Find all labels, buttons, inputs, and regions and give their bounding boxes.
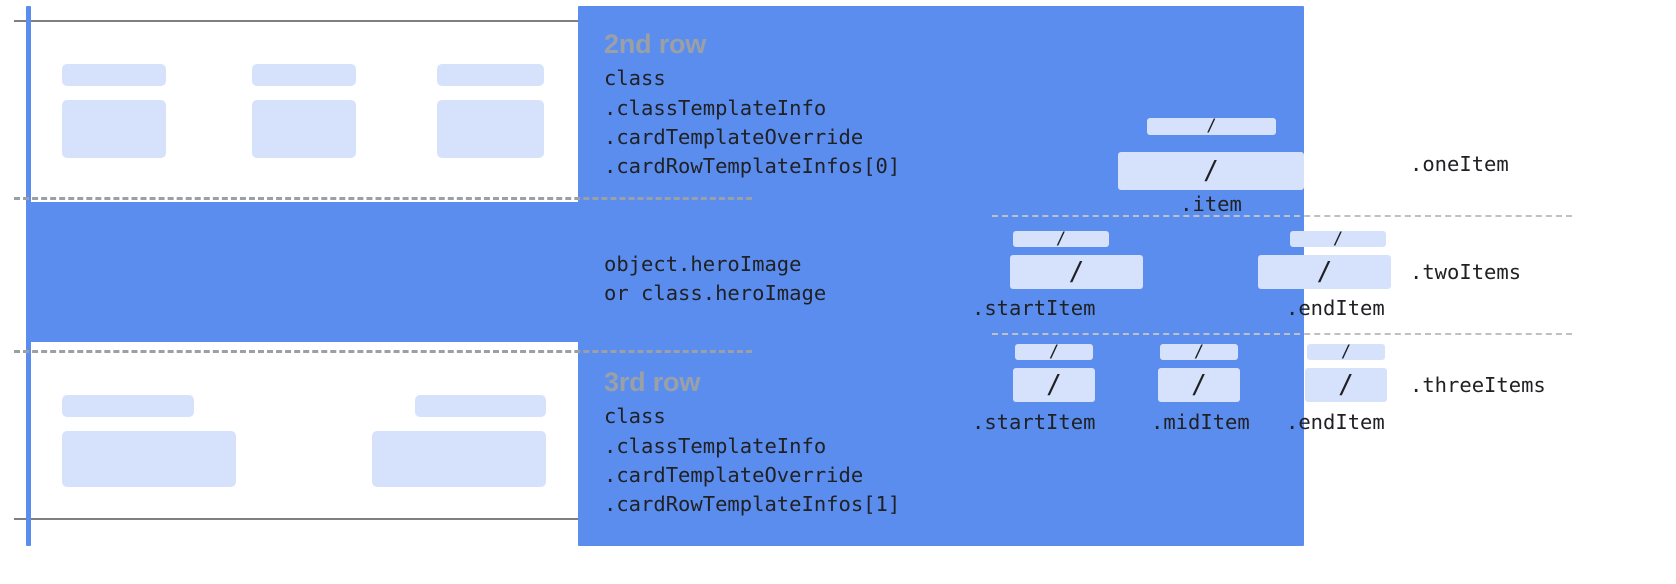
third-row-code-line-0: class [604,404,666,429]
row3-label-chip-2 [415,395,546,417]
two-items-end-caption: .endItem [1286,296,1385,320]
placeholder-slash-icon: / [1338,370,1354,400]
one-item-value-pill: / [1118,152,1304,190]
placeholder-slash-icon: / [1203,156,1219,186]
row2-value-chip-1 [62,100,166,158]
variant-divider-2 [992,333,1572,335]
item-caption: .item [1180,192,1242,216]
three-items-end-value-pill: / [1305,368,1387,402]
second-row-code-line-0: class [604,66,666,91]
three-items-end-label-pill: / [1307,344,1385,360]
hero-code-line-0: object.heroImage [604,252,802,276]
third-row-title: 3rd row [604,367,701,397]
second-row-title: 2nd row [604,29,707,59]
one-item-tag: .oneItem [1410,152,1509,176]
placeholder-slash-icon: / [1332,231,1344,247]
card-top-border [14,20,592,22]
placeholder-slash-icon: / [1068,257,1085,287]
three-items-tag: .threeItems [1410,373,1546,397]
card-left-guide [26,6,31,546]
card-right-guide [578,6,1304,546]
three-items-start-label-pill: / [1015,344,1093,360]
third-row-annotation: 3rd row class .classTemplateInfo .cardTe… [604,368,900,520]
row2-value-chip-2 [252,100,356,158]
row-divider-bottom [14,350,752,353]
three-items-start-value-pill: / [1013,368,1095,402]
three-items-mid-caption: .midItem [1151,410,1250,434]
row2-label-chip-2 [252,64,356,86]
placeholder-slash-icon: / [1191,370,1207,400]
two-items-start-label-pill: / [1013,231,1109,247]
two-items-start-caption: .startItem [972,296,1096,320]
placeholder-slash-icon: / [1055,231,1067,247]
three-items-mid-label-pill: / [1160,344,1238,360]
row-divider-top [14,197,752,200]
item-variants-diagram: / / .item .oneItem / / .startItem / / .e… [950,0,1676,584]
three-items-start-caption: .startItem [972,410,1096,434]
hero-code-line-1: or class.heroImage [604,281,827,306]
placeholder-slash-icon: / [1340,344,1352,360]
two-items-end-value-pill: / [1258,255,1391,289]
two-items-tag: .twoItems [1410,260,1522,284]
third-row-code-line-2: .cardTemplateOverride [604,462,864,487]
placeholder-slash-icon: / [1048,344,1060,360]
placeholder-slash-icon: / [1193,344,1205,360]
second-row-code-line-2: .cardTemplateOverride [604,124,864,149]
row3-value-chip-1 [62,431,236,487]
row2-value-chip-3 [437,100,544,158]
three-items-end-caption: .endItem [1286,410,1385,434]
card-bottom-border [14,518,592,520]
two-items-end-label-pill: / [1290,231,1386,247]
placeholder-slash-icon: / [1046,370,1062,400]
one-item-label-pill: / [1147,118,1276,135]
second-row-code-line-3: .cardRowTemplateInfos[0] [604,154,901,179]
row2-label-chip-3 [437,64,544,86]
card-layout-diagram [0,0,1304,584]
placeholder-slash-icon: / [1206,118,1217,135]
second-row-code-line-1: .classTemplateInfo [604,95,827,120]
second-row-annotation: 2nd row class .classTemplateInfo .cardTe… [604,30,900,182]
variant-divider-1 [992,215,1572,217]
third-row-code-line-3: .cardRowTemplateInfos[1] [604,492,901,517]
row3-value-chip-2 [372,431,546,487]
three-items-mid-value-pill: / [1158,368,1240,402]
two-items-start-value-pill: / [1010,255,1143,289]
third-row-code-line-1: .classTemplateInfo [604,433,827,458]
row2-label-chip-1 [62,64,166,86]
hero-image-annotation: object.heroImage or class.heroImage [604,250,826,309]
row3-label-chip-1 [62,395,194,417]
placeholder-slash-icon: / [1316,257,1333,287]
hero-image-band [31,202,582,342]
